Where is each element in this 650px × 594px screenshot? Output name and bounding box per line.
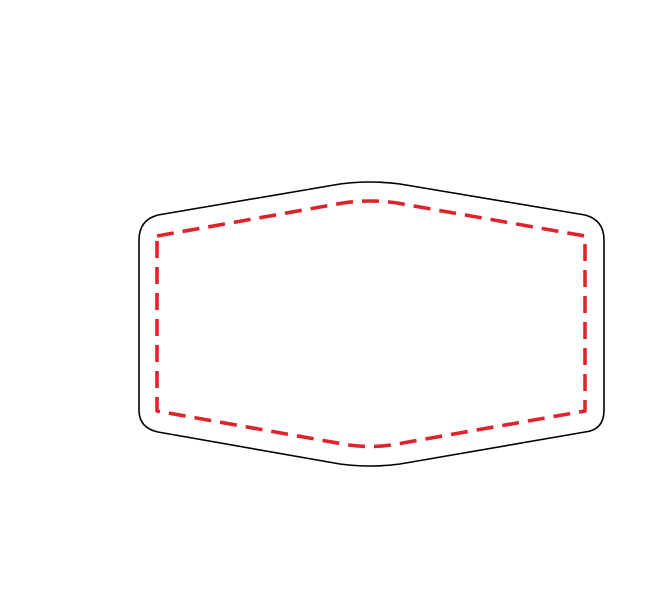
safe-area-dashed-outline [155, 199, 587, 449]
cut-line-outline [138, 181, 605, 467]
